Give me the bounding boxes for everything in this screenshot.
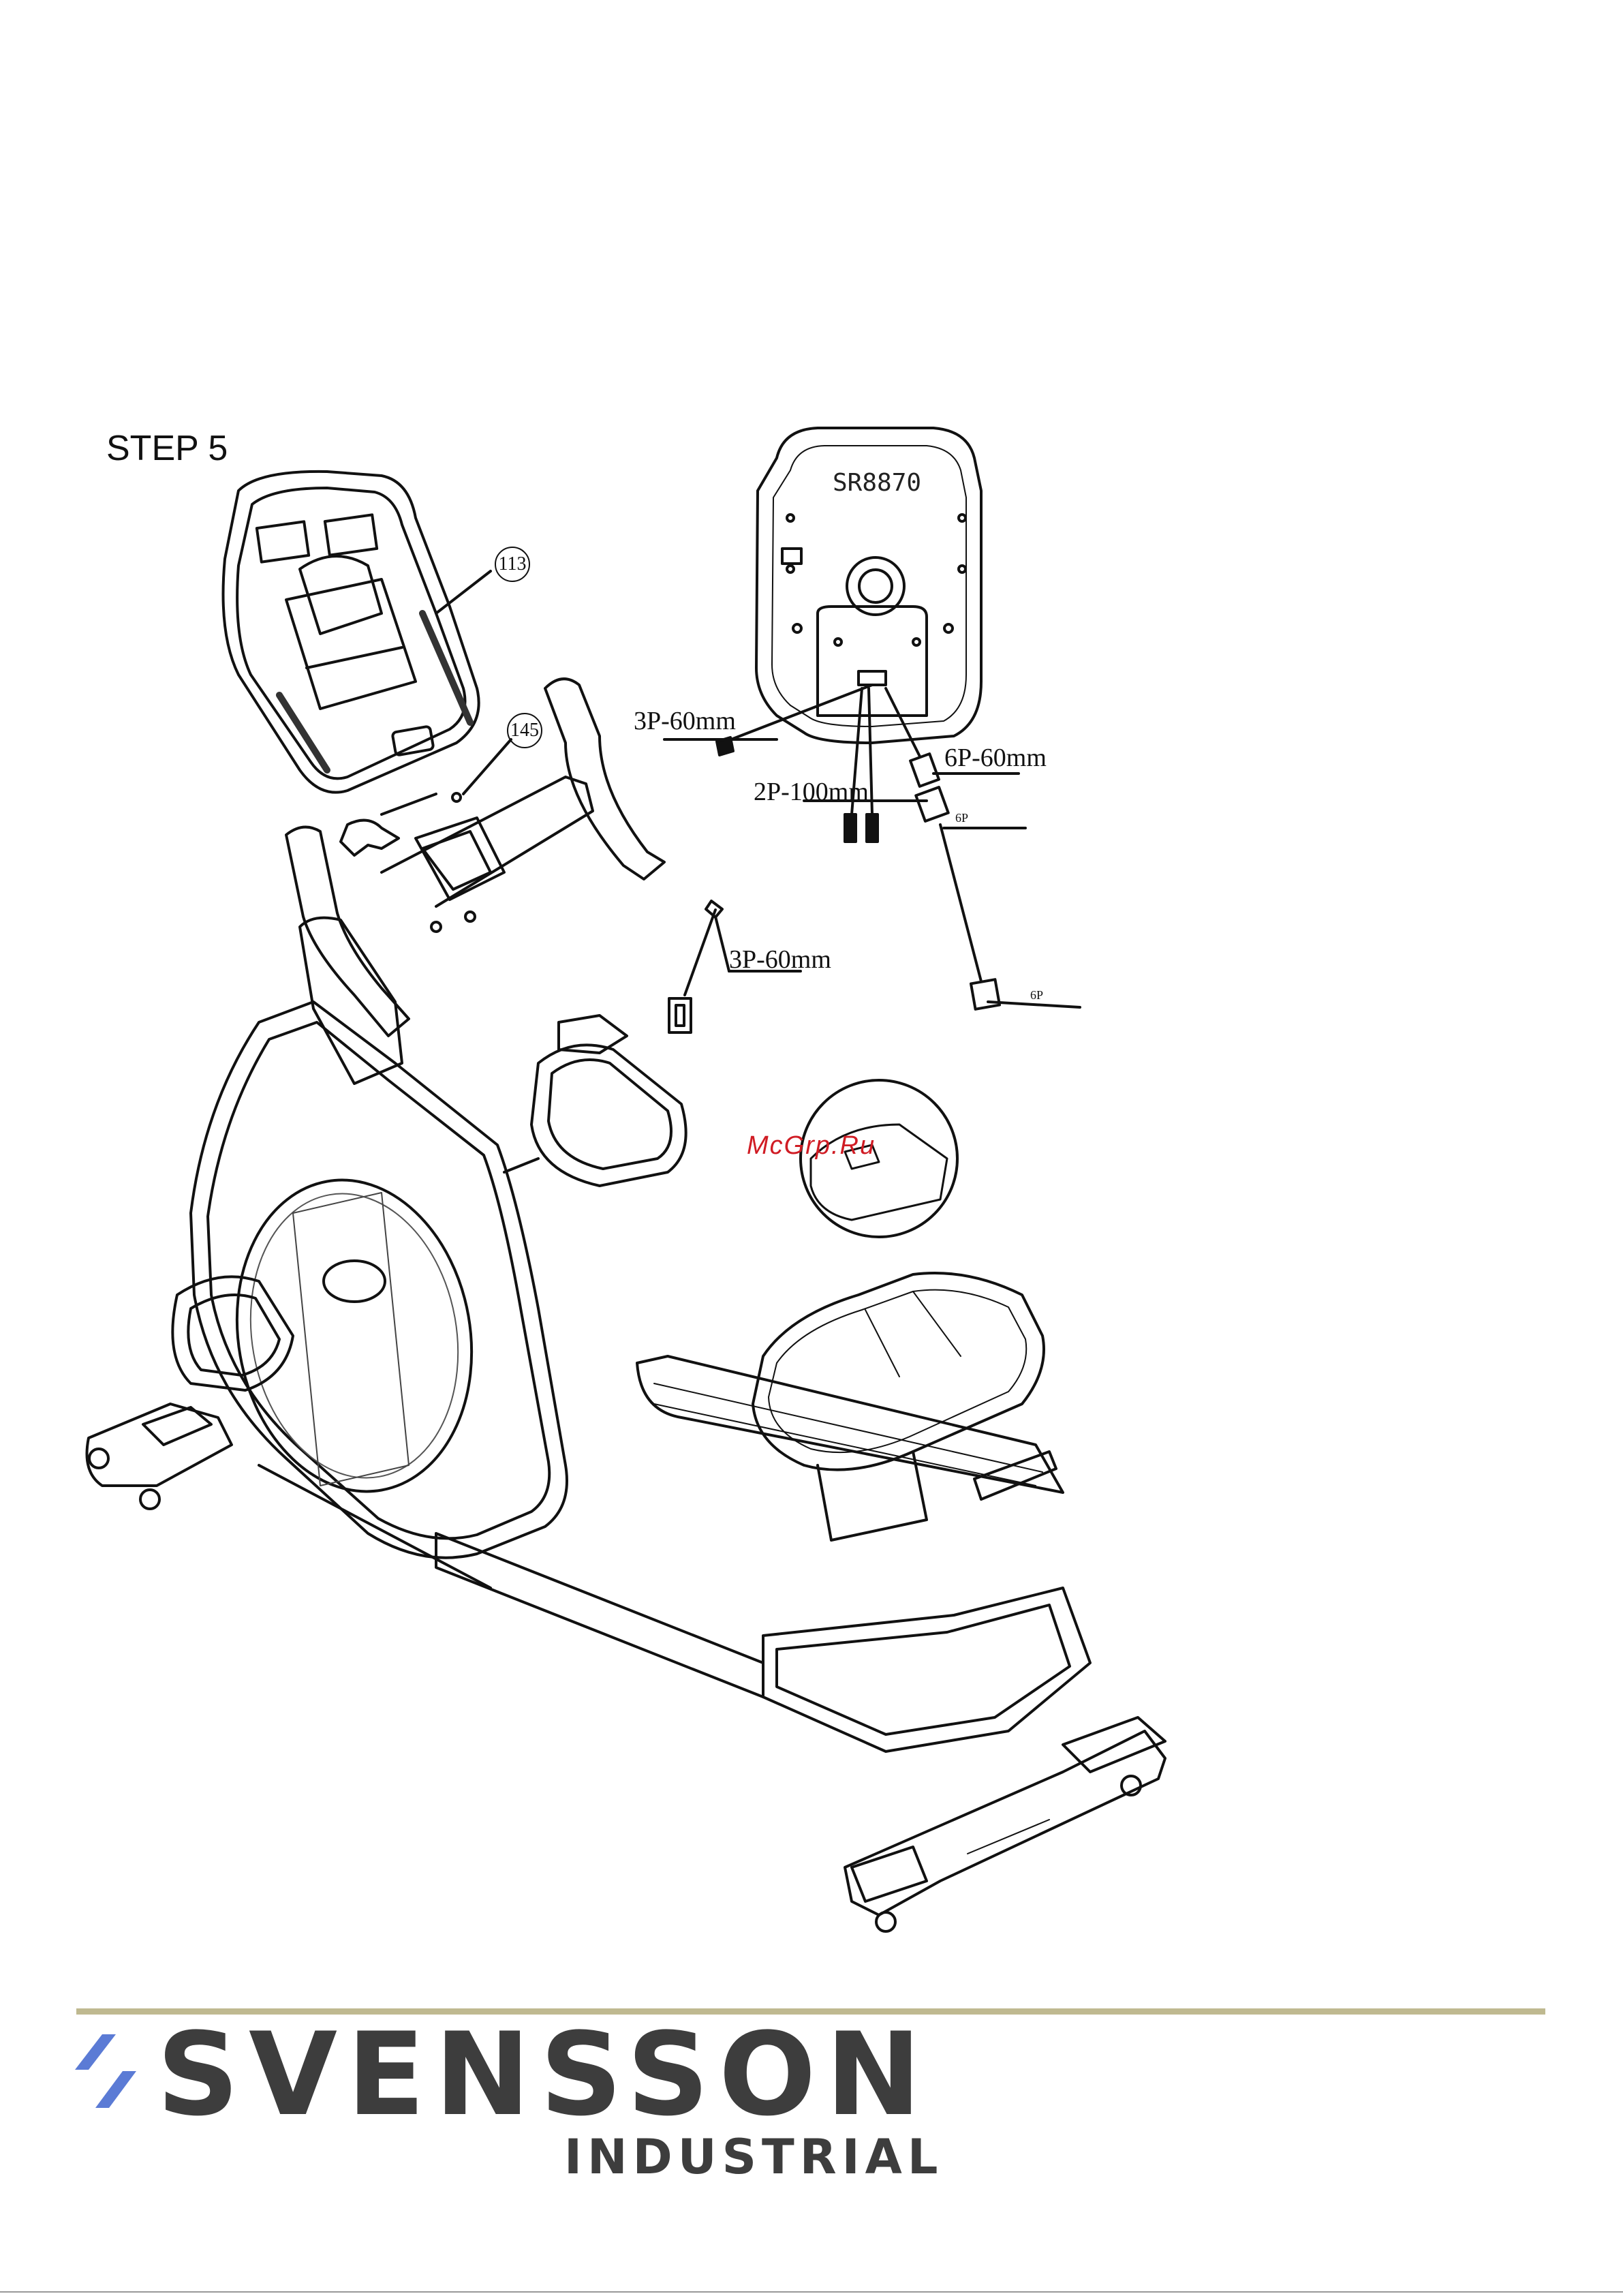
brand-subtitle: INDUSTRIAL (564, 2133, 943, 2181)
wire-label-3p-top: 3P-60mm (634, 706, 736, 736)
plug-label-6p-bottom: 6P (1030, 988, 1043, 1002)
console-front-drawing (223, 472, 479, 793)
wire-label-6p: 6P-60mm (944, 743, 1047, 773)
watermark: McGrp.Ru (747, 1131, 876, 1161)
callout-145: 145 (507, 713, 542, 748)
brand-name: SVENSSON (157, 2017, 931, 2132)
console-model-label: SR8870 (833, 469, 921, 497)
wire-label-3p-mid: 3P-60mm (729, 945, 831, 975)
brand-logo-icon (74, 2034, 142, 2109)
plug-label-6p-top: 6P (955, 811, 968, 825)
wire-label-2p: 2P-100mm (754, 777, 869, 807)
page-bottom-border (0, 2291, 1623, 2293)
callout-113: 113 (495, 547, 530, 582)
